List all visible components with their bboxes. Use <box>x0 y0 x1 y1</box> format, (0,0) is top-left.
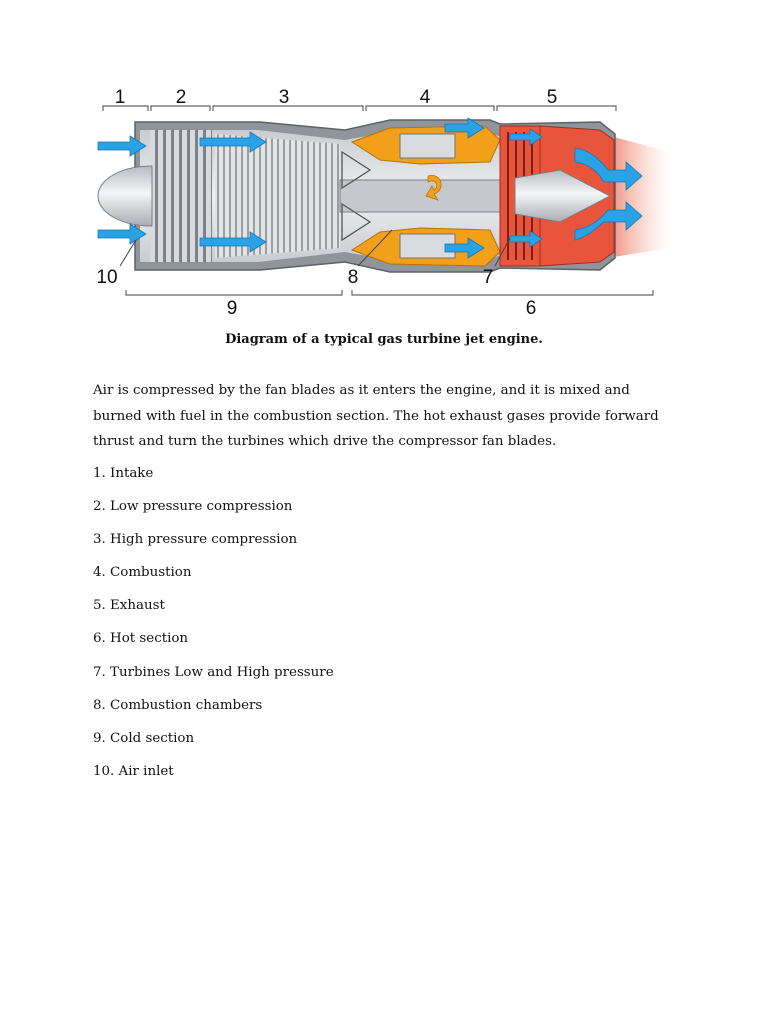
label-6: 6 <box>526 298 537 319</box>
list-item: 4. Combustion <box>93 565 192 581</box>
label-7: 7 <box>483 267 494 288</box>
list-item: 7. Turbines Low and High pressure <box>93 664 334 680</box>
intake-arrow-bottom <box>97 223 147 245</box>
list-item: 8. Combustion chambers <box>93 697 263 713</box>
bypass-arrow-top <box>199 131 267 153</box>
turbine-arrow-top <box>509 128 543 146</box>
bypass-arrow-bottom <box>199 231 267 253</box>
list-item: 1. Intake <box>93 466 154 481</box>
figure-caption: Diagram of a typical gas turbine jet eng… <box>225 332 543 347</box>
combustion-arrow-top <box>444 117 485 139</box>
nose-cone <box>97 165 153 227</box>
list-item: 10. Air inlet <box>93 763 174 779</box>
turbine-arrow-bottom <box>509 230 543 248</box>
intro-paragraph: Air is compressed by the fan blades as i… <box>93 383 659 449</box>
exhaust-arrow-bottom <box>574 201 643 241</box>
label-8: 8 <box>348 267 359 288</box>
intake-arrow-top <box>97 135 147 157</box>
top-brackets <box>102 105 617 111</box>
compressor-blades <box>215 134 340 258</box>
parts-list: 1. Intake 2. Low pressure compression 3.… <box>93 462 334 793</box>
burner-top <box>399 133 456 159</box>
list-item: 9. Cold section <box>93 730 195 746</box>
rotation-arrow <box>425 175 442 201</box>
label-4: 4 <box>420 87 431 108</box>
exhaust-arrow-top <box>574 147 643 191</box>
shaft-cross-brace <box>341 150 372 242</box>
label-2: 2 <box>176 87 187 108</box>
list-item: 6. Hot section <box>93 631 189 647</box>
label-3: 3 <box>279 87 290 108</box>
label-1: 1 <box>115 87 126 108</box>
combustion-arrow-bottom <box>444 237 485 259</box>
list-item: 2. Low pressure compression <box>93 499 293 515</box>
label-10: 10 <box>96 267 117 288</box>
label-5: 5 <box>547 87 558 108</box>
pointer-lines <box>119 229 511 267</box>
label-9: 9 <box>227 298 238 319</box>
bottom-brackets <box>125 290 654 296</box>
list-item: 3. High pressure compression <box>93 532 298 548</box>
list-item: 5. Exhaust <box>93 598 165 614</box>
engine-diagram: 1 2 3 4 5 10 8 7 9 6 <box>90 80 670 320</box>
exhaust-cone <box>514 169 612 223</box>
airflow-arrows <box>97 117 643 259</box>
